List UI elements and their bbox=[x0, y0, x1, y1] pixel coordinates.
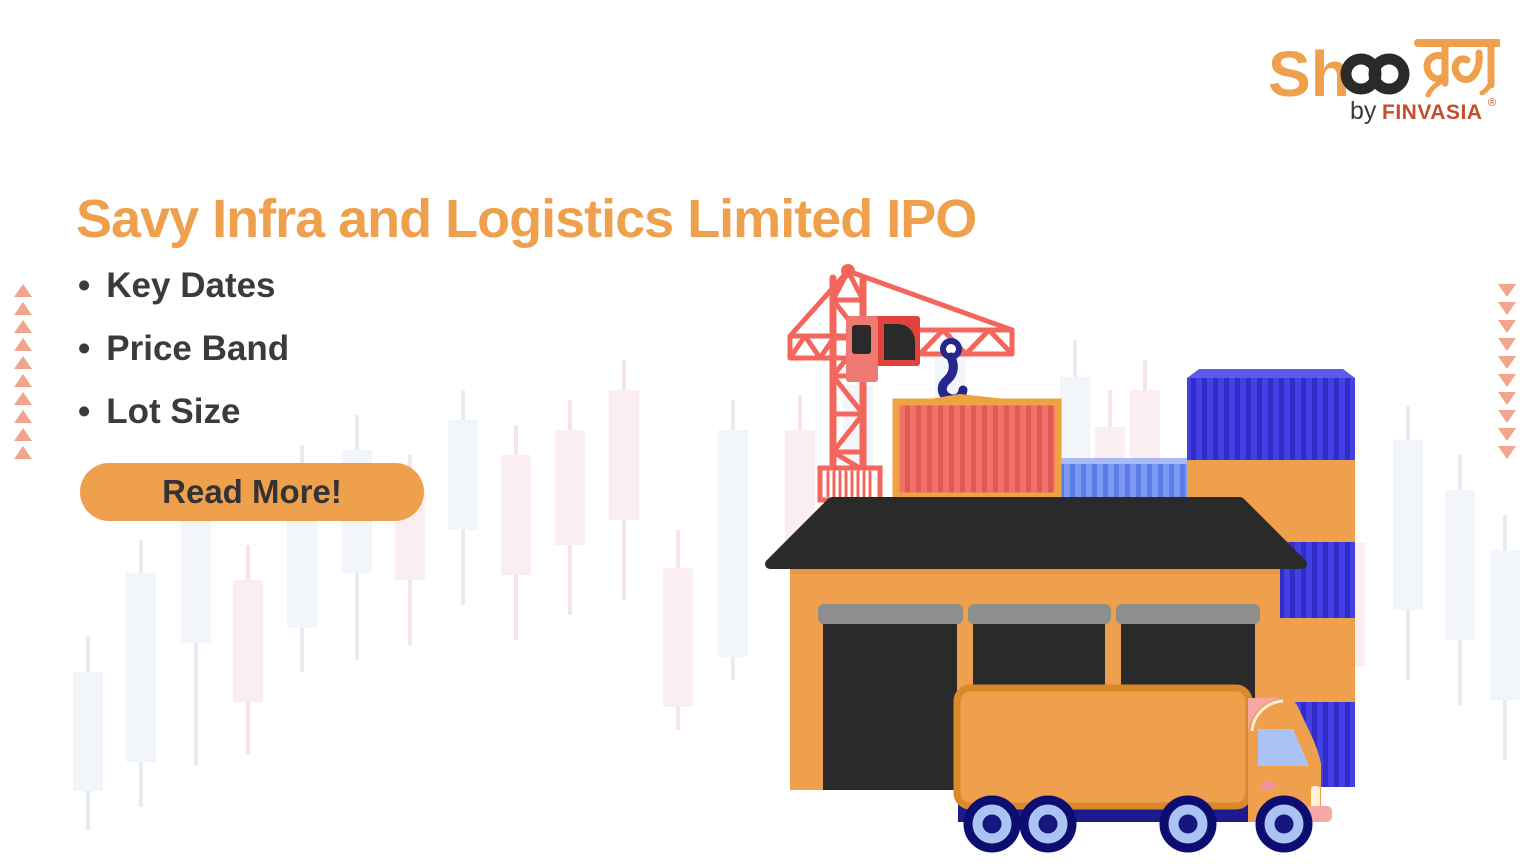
bullet-item-lot-size: Lot Size bbox=[78, 392, 289, 432]
up-triangle-icon bbox=[14, 284, 32, 297]
truck-cargo-box bbox=[953, 684, 1253, 810]
bullet-item-key-dates: Key Dates bbox=[78, 266, 289, 306]
logo-sh-text: Sh bbox=[1268, 38, 1350, 110]
page-title: Savy Infra and Logistics Limited IPO bbox=[76, 189, 977, 249]
left-triangle-decor bbox=[14, 284, 32, 459]
down-triangle-icon bbox=[1498, 428, 1516, 441]
up-triangle-icon bbox=[14, 392, 32, 405]
read-more-button[interactable]: Read More! bbox=[80, 463, 424, 521]
construction-crane bbox=[787, 264, 1015, 503]
down-triangle-icon bbox=[1498, 356, 1516, 369]
truck-cab bbox=[1248, 698, 1332, 822]
hanging-container bbox=[892, 394, 1062, 500]
down-triangle-icon bbox=[1498, 338, 1516, 351]
up-triangle-icon bbox=[14, 302, 32, 315]
truck bbox=[953, 684, 1332, 853]
truck-wheels bbox=[963, 795, 1313, 853]
bullet-list: Key Dates Price Band Lot Size bbox=[78, 266, 289, 455]
up-triangle-icon bbox=[14, 338, 32, 351]
down-triangle-icon bbox=[1498, 410, 1516, 423]
infinity-icon bbox=[1340, 53, 1410, 95]
up-triangle-icon bbox=[14, 320, 32, 333]
up-triangle-icon bbox=[14, 356, 32, 369]
down-triangle-icon bbox=[1498, 374, 1516, 387]
down-triangle-icon bbox=[1498, 302, 1516, 315]
garage-door bbox=[823, 624, 957, 790]
down-triangle-icon bbox=[1498, 320, 1516, 333]
right-triangle-decor bbox=[1498, 284, 1516, 459]
door-lintel bbox=[968, 604, 1111, 624]
devanagari-nya-glyph bbox=[1414, 39, 1502, 98]
up-triangle-icon bbox=[14, 446, 32, 459]
down-triangle-icon bbox=[1498, 446, 1516, 459]
down-triangle-icon bbox=[1498, 392, 1516, 405]
logo-brand-text: FINVASIA bbox=[1382, 101, 1482, 124]
registered-mark: ® bbox=[1488, 97, 1496, 109]
down-triangle-icon bbox=[1498, 284, 1516, 297]
windshield bbox=[1258, 729, 1309, 766]
door-lintel bbox=[1116, 604, 1260, 624]
logo-by-text: by bbox=[1350, 97, 1377, 125]
shoonya-logo: Sh by FINVASIA ® bbox=[1268, 26, 1502, 126]
up-triangle-icon bbox=[14, 410, 32, 423]
up-triangle-icon bbox=[14, 374, 32, 387]
bullet-item-price-band: Price Band bbox=[78, 329, 289, 369]
bumper bbox=[1306, 806, 1332, 822]
crane-cab bbox=[846, 316, 920, 382]
headlight bbox=[1311, 786, 1320, 808]
door-lintel bbox=[818, 604, 963, 624]
up-triangle-icon bbox=[14, 428, 32, 441]
